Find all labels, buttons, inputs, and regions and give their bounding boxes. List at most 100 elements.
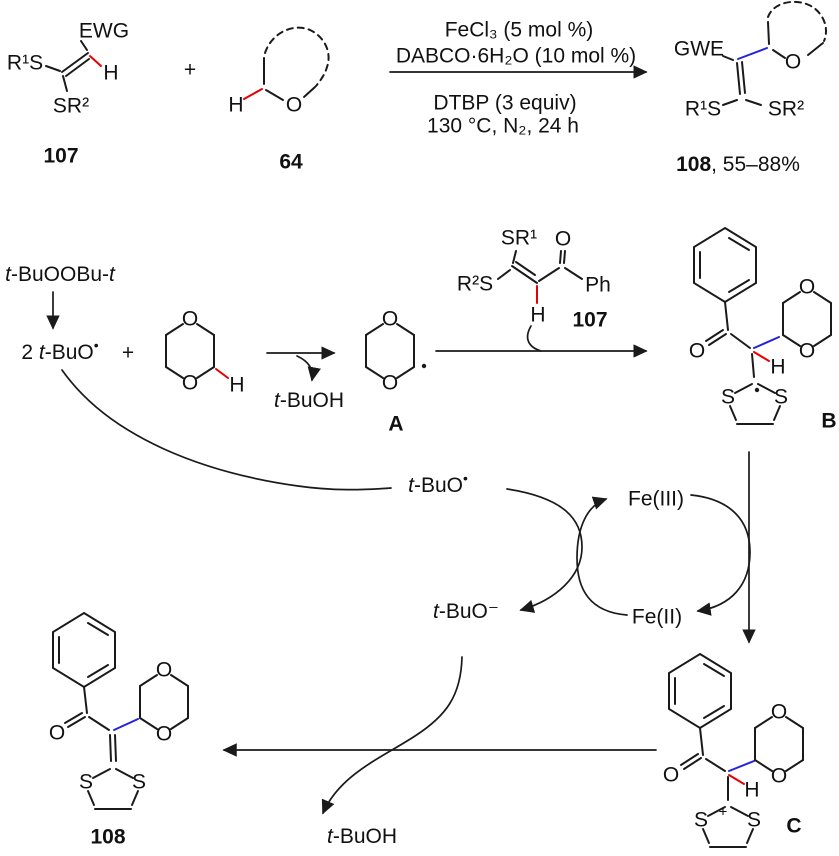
bond bbox=[751, 353, 755, 378]
atom-label-o: O bbox=[49, 722, 65, 745]
atom-label-h: H bbox=[228, 94, 243, 117]
dithiolane-ring bbox=[702, 806, 754, 848]
highlight-bond-ch bbox=[753, 351, 770, 362]
dioxane-ring bbox=[139, 674, 189, 730]
atom-label-o: O bbox=[182, 308, 198, 331]
atom-label-r1s: R¹S bbox=[685, 98, 721, 121]
bond bbox=[559, 250, 562, 264]
atom-label-sr2: SR² bbox=[768, 98, 804, 121]
bond bbox=[708, 333, 727, 346]
curved-arrow-fe2-to-fe3 bbox=[576, 496, 628, 616]
atom-label-o: O bbox=[785, 51, 801, 74]
benzene-ring bbox=[668, 653, 732, 729]
atom-label-o: O bbox=[156, 659, 172, 682]
highlight-bond-ch bbox=[215, 368, 229, 379]
bond bbox=[83, 686, 88, 714]
bond bbox=[745, 99, 762, 106]
compound-number-108-yield: 108, 55–88% bbox=[676, 153, 800, 176]
bond bbox=[114, 734, 117, 762]
bond bbox=[511, 265, 538, 284]
conditions-line-3: DTBP (3 equiv) bbox=[433, 92, 576, 115]
label-tbuo-radical: t-BuO• bbox=[408, 470, 468, 497]
bond bbox=[497, 269, 511, 280]
dioxane-ring bbox=[782, 291, 832, 347]
atom-label-s: S bbox=[694, 809, 708, 832]
atom-label-s: S bbox=[79, 771, 93, 794]
label-tbuo-anion: t-BuO⁻ bbox=[433, 600, 499, 623]
intermediate-label-B: B bbox=[821, 410, 836, 433]
structure-reactant-64 bbox=[243, 26, 330, 101]
benzene-ring bbox=[52, 612, 116, 688]
dithiolane-ring bbox=[87, 768, 139, 810]
bond bbox=[730, 333, 751, 349]
structure-intermediate-B bbox=[693, 227, 832, 425]
bond bbox=[303, 86, 316, 98]
highlight-bond-ch bbox=[89, 55, 102, 67]
atom-label-h: H bbox=[530, 304, 545, 327]
conditions-line-1: FeCl₃ (5 mol %) bbox=[445, 19, 594, 42]
bond bbox=[45, 65, 61, 72]
positive-charge: + bbox=[719, 804, 728, 821]
highlight-bond-cc bbox=[737, 47, 768, 60]
bond bbox=[705, 329, 724, 342]
bond bbox=[772, 49, 786, 59]
bond bbox=[767, 21, 770, 45]
atom-label-o: O bbox=[382, 308, 398, 331]
conditions-line-2: DABCO·6H₂O (10 mol %) bbox=[396, 45, 636, 68]
intermediate-label-C: C bbox=[786, 815, 801, 838]
atom-label-sr2: SR² bbox=[53, 95, 89, 118]
bond bbox=[61, 52, 89, 73]
atom-label-s: S bbox=[774, 386, 788, 409]
plus-sign: + bbox=[184, 59, 196, 82]
label-tbuoh: t-BuOH bbox=[327, 825, 397, 848]
atom-label-s: S bbox=[721, 386, 735, 409]
highlight-bond-cc bbox=[753, 336, 780, 349]
atom-label-o: O bbox=[555, 228, 571, 251]
structure-dioxane bbox=[165, 323, 229, 379]
dioxane-ring bbox=[165, 323, 215, 379]
highlight-bond-ch bbox=[243, 88, 263, 100]
atom-label-r2s: R²S bbox=[457, 273, 493, 296]
atom-label-o: O bbox=[663, 764, 679, 787]
highlight-bond-cc bbox=[113, 718, 139, 731]
bond bbox=[109, 734, 112, 762]
bond bbox=[705, 758, 726, 772]
highlight-bond-ch bbox=[728, 774, 745, 785]
dashed-ring-arc bbox=[264, 26, 330, 87]
structure-product-108-top bbox=[722, 0, 828, 106]
radical-dot bbox=[421, 363, 427, 369]
atom-label-sr1: SR¹ bbox=[501, 227, 537, 250]
label-2-tbuo-radical: 2 t-BuO• bbox=[21, 337, 98, 364]
atom-label-h: H bbox=[103, 62, 118, 85]
bond bbox=[512, 250, 517, 264]
dioxane-ring bbox=[754, 716, 804, 772]
intermediate-label-A: A bbox=[388, 413, 403, 436]
atom-label-o: O bbox=[799, 276, 815, 299]
bond bbox=[724, 301, 729, 331]
bond bbox=[722, 99, 738, 106]
compound-number-64: 64 bbox=[279, 151, 303, 174]
dioxane-ring bbox=[365, 323, 415, 379]
atom-label-r1s: R¹S bbox=[7, 52, 43, 75]
bond bbox=[88, 716, 110, 731]
bond bbox=[265, 89, 284, 101]
atom-label-s: S bbox=[132, 771, 146, 794]
compound-number-108-bottom: 108 bbox=[90, 826, 125, 849]
atom-label-h: H bbox=[229, 374, 244, 397]
curve-107-in bbox=[526, 325, 542, 352]
atom-label-o: O bbox=[156, 723, 172, 746]
atom-label-o: O bbox=[382, 372, 398, 395]
bond bbox=[538, 267, 560, 282]
bond bbox=[80, 40, 88, 51]
atom-label-h: H bbox=[744, 779, 759, 802]
label-dtbp: t-BuOOBu-t bbox=[5, 263, 116, 286]
atom-label-o: O bbox=[689, 340, 705, 363]
structure-intermediate-C bbox=[668, 653, 804, 848]
highlight-bond-cc bbox=[728, 760, 755, 772]
dashed-ring-arc bbox=[767, 0, 828, 42]
radical-dot bbox=[754, 387, 760, 393]
structure-reactant-107 bbox=[45, 40, 102, 92]
bond bbox=[65, 58, 90, 77]
bond bbox=[680, 753, 699, 766]
